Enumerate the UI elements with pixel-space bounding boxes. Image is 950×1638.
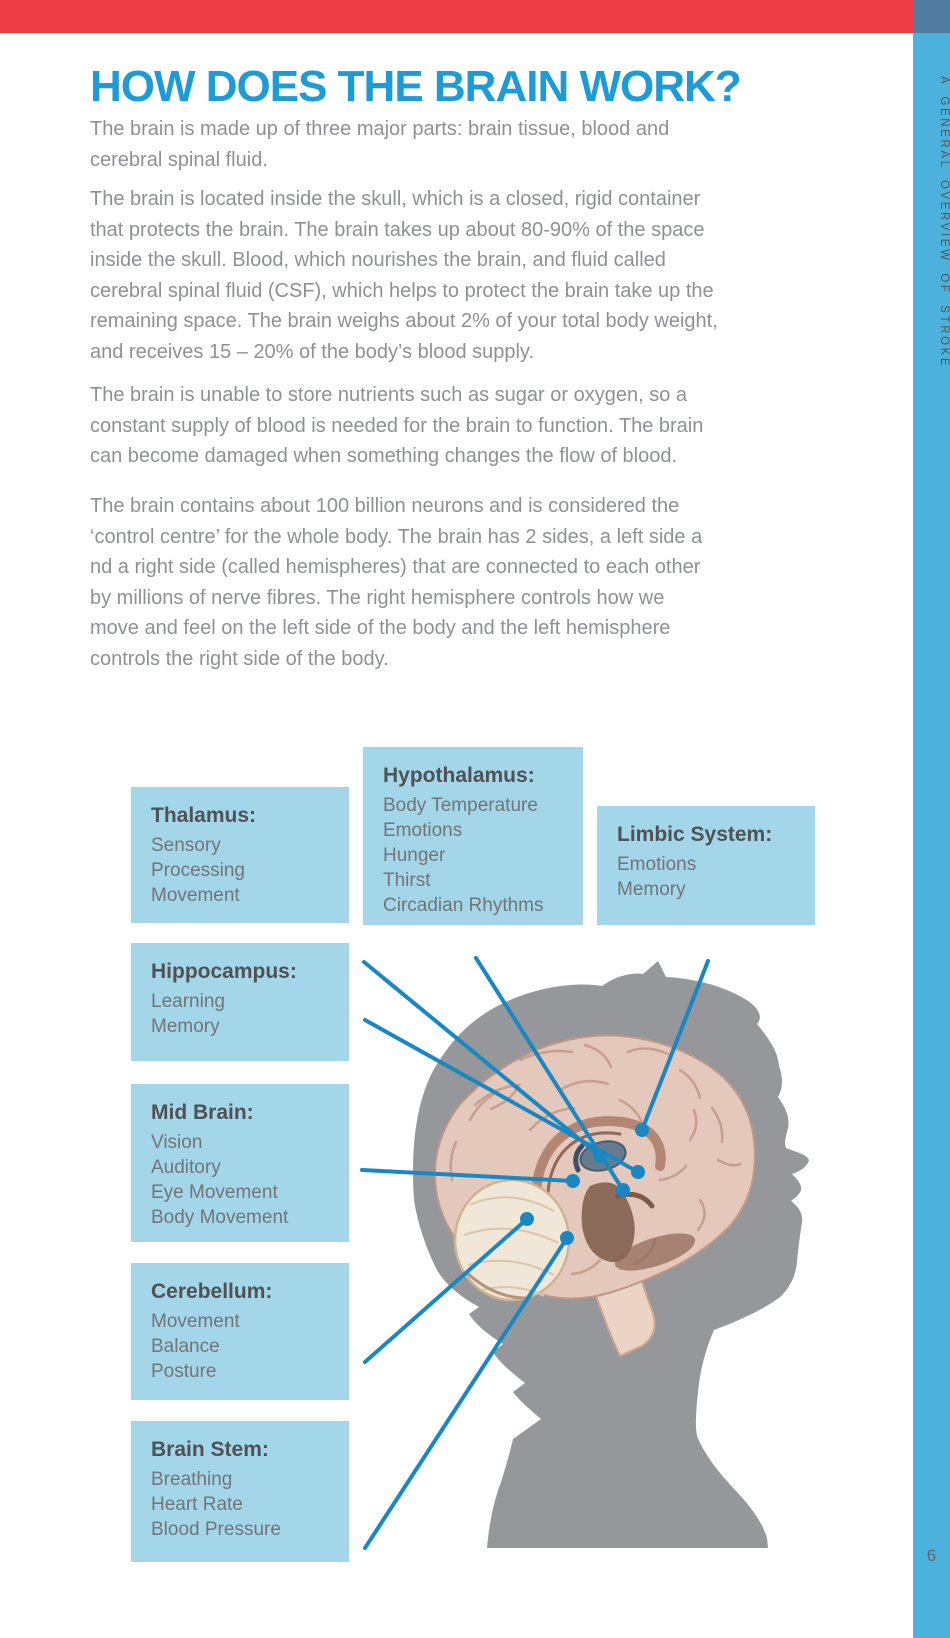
callout-item: Movement: [151, 885, 240, 906]
callout-cerebellum-title: Cerebellum:: [151, 1280, 273, 1303]
callout-item: Emotions: [383, 820, 463, 841]
callout-item: Balance: [151, 1336, 220, 1357]
hypothalamus-pointer-dot: [616, 1183, 630, 1197]
callout-item: Body Temperature: [383, 795, 538, 816]
hippocampus-pointer-dot: [631, 1165, 645, 1179]
callout-item: Learning: [151, 991, 225, 1012]
thalamus-dark-crescent: [573, 1143, 585, 1173]
section-vertical-label: A GENERAL OVERVIEW OF STROKE: [938, 75, 950, 369]
callout-item: Auditory: [151, 1157, 221, 1178]
callout-item: Processing: [151, 860, 245, 881]
callout-mid-brain-title: Mid Brain:: [151, 1101, 254, 1124]
callout-item: Hunger: [383, 845, 446, 866]
hippocampus-pointer-line: [363, 1018, 640, 1174]
callout-item: Circadian Rhythms: [383, 895, 544, 916]
callout-item: Breathing: [151, 1469, 233, 1490]
callout-item: Thirst: [383, 870, 431, 891]
midbrain-pointer-line: [360, 1168, 575, 1183]
midbrain-pointer-dot: [566, 1174, 580, 1188]
callout-item: Eye Movement: [151, 1182, 278, 1203]
callout-item: Body Movement: [151, 1207, 289, 1228]
callout-limbic-system-title: Limbic System:: [617, 823, 773, 846]
cerebellum-pointer-line: [363, 1217, 529, 1364]
page-number: 6: [926, 1546, 937, 1565]
thalamus-pointer-line: [362, 960, 602, 1158]
corpus-callosum-arc: [531, 1116, 666, 1197]
limbic-pointer-dot: [635, 1123, 649, 1137]
callout-item: Sensory: [151, 835, 221, 856]
callout-pointer-dots: [520, 1123, 649, 1245]
brainstem-pointer-line: [363, 1236, 569, 1550]
paragraph-skull-blood-csf: The brain is located inside the skull, w…: [90, 188, 718, 363]
callout-brain-stem-title: Brain Stem:: [151, 1438, 269, 1461]
top-red-bar: [0, 0, 913, 33]
callout-item: Memory: [617, 879, 686, 900]
callout-thalamus-title: Thalamus:: [151, 804, 257, 827]
limbic-pointer-line: [640, 959, 710, 1132]
callout-item: Vision: [151, 1132, 203, 1153]
cerebellum-under-edge: [464, 1270, 533, 1300]
right-side-rail: [913, 0, 950, 1638]
thalamus-pointer-dot: [593, 1149, 607, 1163]
callout-hypothalamus-title: Hypothalamus:: [383, 764, 535, 787]
cerebellum-pointer-dot: [520, 1212, 534, 1226]
brain-diagram-figure: [360, 956, 809, 1550]
paragraph-nutrients: The brain is unable to store nutrients s…: [90, 384, 704, 467]
callout-hippocampus-title: Hippocampus:: [151, 960, 297, 983]
brainstem-pointer-dot: [560, 1231, 574, 1245]
callout-item: Memory: [151, 1016, 220, 1037]
callout-item: Blood Pressure: [151, 1519, 281, 1540]
callout-item: Heart Rate: [151, 1494, 243, 1515]
callout-item: Posture: [151, 1361, 217, 1382]
callout-item: Movement: [151, 1311, 240, 1332]
midbrain-pons-shadow: [581, 1182, 635, 1263]
page-title: HOW DOES THE BRAIN WORK?: [90, 62, 742, 111]
right-side-rail-top-block: [913, 0, 950, 33]
paragraph-neurons-hemispheres: The brain contains about 100 billion neu…: [90, 495, 703, 670]
callout-item: Emotions: [617, 854, 697, 875]
temporal-shadow: [614, 1233, 696, 1271]
paragraph-brain-parts: The brain is made up of three major part…: [90, 118, 670, 171]
